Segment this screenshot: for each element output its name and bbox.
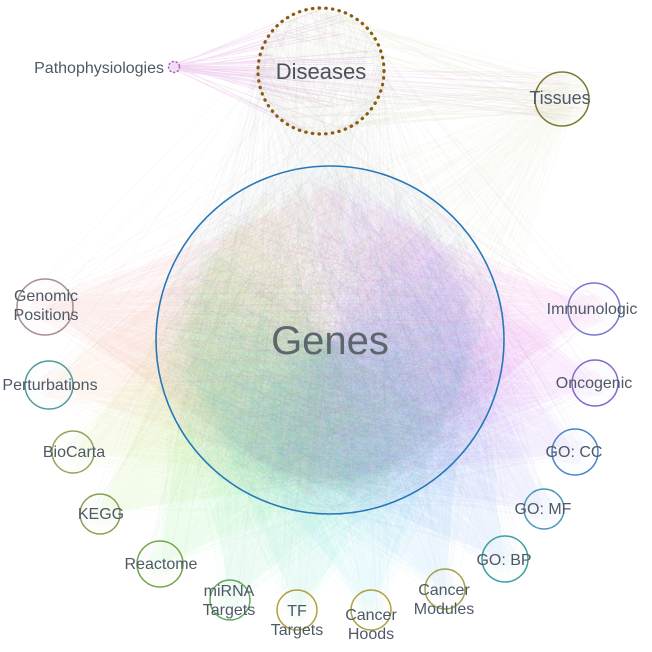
edges-diseases-kegg xyxy=(84,19,359,526)
node-circle-go-cc[interactable] xyxy=(551,428,599,476)
node-label-genes: Genes xyxy=(271,319,389,363)
node-circle-oncogenic[interactable] xyxy=(571,359,619,407)
fan-wedge-reactome-genes xyxy=(160,243,458,564)
node-label-go-mf: GO: MF xyxy=(515,501,572,518)
edges-diseases-mirna-targets xyxy=(216,14,370,611)
node-circle-go-bp[interactable] xyxy=(481,535,529,583)
edges-diseases-tf-targets xyxy=(281,15,379,629)
node-circle-kegg[interactable] xyxy=(79,493,121,535)
edges-diseases-tissues xyxy=(262,8,587,134)
node-label-go-bp: GO: BP xyxy=(476,552,531,569)
node-circle-biocarta[interactable] xyxy=(51,430,95,474)
edges-diseases-go-cc xyxy=(269,27,594,458)
fan-wedge-biocarta-genes xyxy=(73,193,394,487)
node-circle-mirna-targets[interactable] xyxy=(209,579,251,621)
edges-diseases-biocarta xyxy=(60,41,381,469)
edges-diseases-reactome xyxy=(138,37,384,576)
node-circle-genes[interactable] xyxy=(155,165,505,515)
edges-mirna-targets-genes xyxy=(164,171,499,611)
node-label-perturbations: Perturbations xyxy=(2,377,97,394)
edges-immunologic-genes xyxy=(168,176,608,509)
edges-pathophysiologies-tissues xyxy=(171,64,584,119)
node-circle-go-mf[interactable] xyxy=(523,488,565,530)
edges-diseases-oncogenic xyxy=(260,11,597,390)
fan-wedge-cancer-hoods-genes xyxy=(171,316,489,610)
node-label-tissues: Tissues xyxy=(529,88,590,108)
fan-wedge-mirna-targets-genes xyxy=(180,282,480,600)
edges-tissues-genes xyxy=(157,84,577,507)
node-circle-diseases[interactable] xyxy=(256,6,386,136)
node-label-pathophysiologies: Pathophysiologies xyxy=(34,60,164,77)
edges-oncogenic-genes xyxy=(159,173,608,508)
node-circle-perturbations[interactable] xyxy=(24,360,74,410)
node-circle-reactome[interactable] xyxy=(136,540,184,588)
node-circles xyxy=(16,6,621,631)
fan-wedge-oncogenic-genes xyxy=(304,182,595,498)
fan-wedge-immunologic-genes xyxy=(311,181,594,499)
node-label-go-cc: GO: CC xyxy=(546,444,603,461)
edges-go-cc-genes xyxy=(162,170,588,504)
fan-wedge-go-bp-genes xyxy=(204,240,505,559)
node-label-oncogenic: Oncogenic xyxy=(556,375,633,392)
edges-diseases-immunologic xyxy=(263,17,606,325)
edges-diseases-cancer-hoods xyxy=(258,28,389,628)
node-circle-tissues[interactable] xyxy=(534,71,590,127)
fan-wedges xyxy=(73,181,595,610)
fan-wedge-cancer-modules-genes xyxy=(184,272,476,589)
edges-diseases-go-mf xyxy=(258,12,554,522)
fan-wedge-tf-targets-genes xyxy=(171,320,489,610)
node-label-diseases: Diseases xyxy=(276,59,366,84)
edges-cancer-modules-genes xyxy=(164,172,502,600)
fan-wedge-kegg-genes xyxy=(100,212,427,515)
edges-biocarta-genes xyxy=(63,178,498,513)
edges-diseases-perturbations xyxy=(43,12,374,398)
node-label-kegg: KEGG xyxy=(78,506,124,523)
edges-diseases-genes xyxy=(161,8,503,501)
edges-diseases-genomic-positions xyxy=(38,15,376,319)
edges-diseases-go-bp xyxy=(263,11,526,568)
edges-diseases-cancer-modules xyxy=(259,17,447,609)
edges-tf-targets-genes xyxy=(162,168,494,621)
node-circle-pathophysiologies[interactable] xyxy=(167,60,181,74)
node-circle-cancer-modules[interactable] xyxy=(424,568,466,610)
node-circle-genomic-positions[interactable] xyxy=(16,278,74,336)
edges-go-bp-genes xyxy=(156,175,518,572)
node-label-biocarta: BioCarta xyxy=(43,444,105,461)
node-circle-cancer-hoods[interactable] xyxy=(350,589,392,631)
edges-pathophysiologies-diseases xyxy=(171,8,377,133)
edges-cancer-hoods-genes xyxy=(159,170,500,622)
node-label-immunologic: Immunologic xyxy=(547,301,638,318)
edges-perturbations-genes xyxy=(36,178,498,512)
fan-wedge-go-mf-genes xyxy=(230,214,545,509)
node-circle-immunologic[interactable] xyxy=(567,282,621,336)
fan-wedge-go-cc-genes xyxy=(263,194,575,486)
node-label-reactome: Reactome xyxy=(125,556,198,573)
node-circle-tf-targets[interactable] xyxy=(276,589,318,631)
edges-reactome-genes xyxy=(147,167,497,576)
edges-go-mf-genes xyxy=(162,165,555,520)
